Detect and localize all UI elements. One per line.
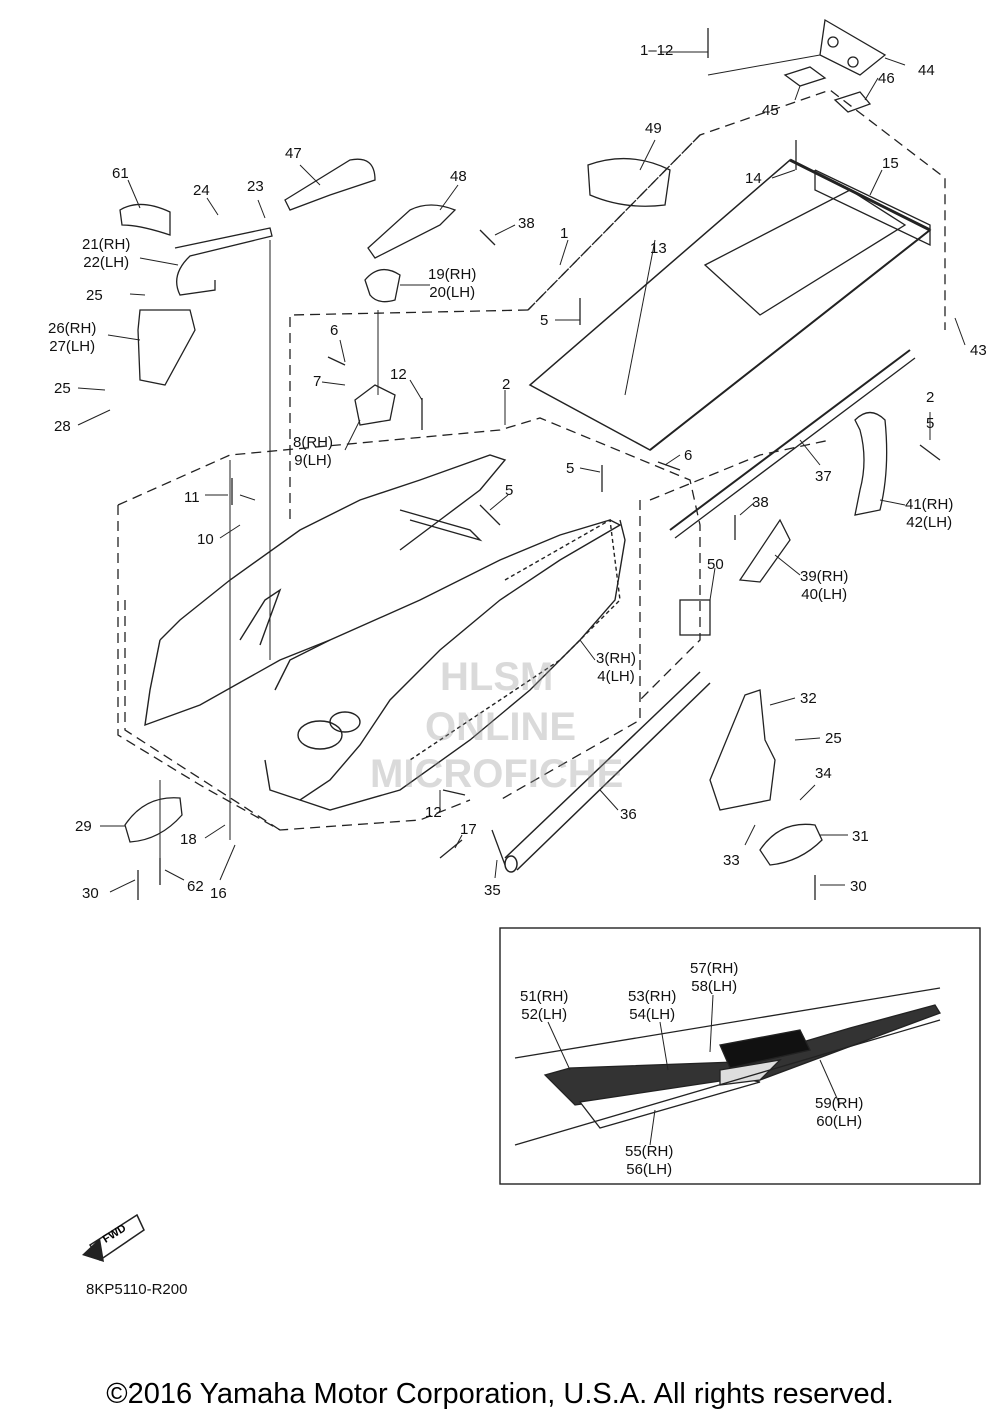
rear-bracket <box>819 18 887 76</box>
cup-29 <box>124 797 183 843</box>
part-label-57: 57(RH) 58(LH) <box>690 960 739 995</box>
part-label-34: 34 <box>815 765 832 782</box>
pad-49 <box>587 157 671 207</box>
part-label-16: 16 <box>210 885 227 902</box>
part-label-32: 32 <box>800 690 817 707</box>
grab-handle <box>854 411 888 516</box>
part-label-46: 46 <box>878 70 895 87</box>
part-label-35: 35 <box>484 882 501 899</box>
part-label-37: 37 <box>815 468 832 485</box>
part-label-38b: 38 <box>752 494 769 511</box>
inset-leaders <box>547 994 841 1146</box>
pad-48 <box>367 204 457 259</box>
part-label-43: 43 <box>970 342 987 359</box>
tunnel-frame <box>144 454 626 811</box>
part-label-53: 53(RH) 54(LH) <box>628 988 677 1023</box>
part-label-45: 45 <box>762 102 779 119</box>
part-label-5a: 5 <box>540 312 549 329</box>
part-label-24: 24 <box>193 182 210 199</box>
watermark-line-2: ONLINE <box>425 705 577 749</box>
part-label-14: 14 <box>745 170 762 187</box>
part-label-38a: 38 <box>518 215 535 232</box>
forward-arrow-icon <box>82 1213 145 1262</box>
pad-46 <box>833 91 872 113</box>
part-label-12a: 12 <box>390 366 407 383</box>
rail-bracket <box>814 169 931 247</box>
part-label-47: 47 <box>285 145 302 162</box>
bracket-32 <box>709 689 776 811</box>
part-label-2a: 2 <box>502 376 511 393</box>
part-label-5d: 5 <box>505 482 514 499</box>
assembly-outline <box>117 89 946 831</box>
part-label-5b: 5 <box>926 415 935 432</box>
part-label-61: 61 <box>112 165 129 182</box>
pad-45 <box>783 66 827 87</box>
block-50 <box>679 599 711 636</box>
part-label-13: 13 <box>650 240 667 257</box>
fasteners <box>137 28 941 900</box>
part-label-55: 55(RH) 56(LH) <box>625 1143 674 1178</box>
part-label-36: 36 <box>620 806 637 823</box>
cover-61 <box>119 203 171 236</box>
part-label-10: 10 <box>197 531 214 548</box>
part-label-23: 23 <box>247 178 264 195</box>
guide-8 <box>354 384 396 426</box>
part-label-6b: 6 <box>684 447 693 464</box>
seat-base-panel <box>528 158 932 451</box>
part-label-49: 49 <box>645 120 662 137</box>
part-label-48: 48 <box>450 168 467 185</box>
part-label-41: 41(RH) 42(LH) <box>905 496 954 531</box>
part-label-26: 26(RH) 27(LH) <box>48 320 97 355</box>
part-label-6a: 6 <box>330 322 339 339</box>
cover-19 <box>364 268 401 303</box>
part-label-8: 8(RH) 9(LH) <box>293 434 333 469</box>
part-label-12b: 12 <box>425 804 442 821</box>
part-label-3: 3(RH) 4(LH) <box>596 650 636 685</box>
part-label-25b: 25 <box>54 380 71 397</box>
part-label-33: 33 <box>723 852 740 869</box>
diagram-code: 8KP5110-R200 <box>86 1281 188 1298</box>
slide-rail <box>669 349 911 531</box>
part-label-62: 62 <box>187 878 204 895</box>
part-label-19: 19(RH) 20(LH) <box>428 266 477 301</box>
decal-inset-box <box>499 927 981 1185</box>
watermark-line-1: HLSM <box>440 655 554 699</box>
part-label-30a: 30 <box>82 885 99 902</box>
part-label-11: 11 <box>184 489 200 506</box>
bracket-21 <box>174 227 273 296</box>
part-label-17: 17 <box>460 821 477 838</box>
part-label-18: 18 <box>180 831 197 848</box>
decal-shape <box>514 987 941 1146</box>
part-label-7: 7 <box>313 373 322 390</box>
leader-lines <box>77 51 966 893</box>
part-label-25c: 25 <box>825 730 842 747</box>
cup-31 <box>759 823 823 866</box>
part-label-15: 15 <box>882 155 899 172</box>
part-label-44: 44 <box>918 62 935 79</box>
part-label-28: 28 <box>54 418 71 435</box>
bracket-26 <box>137 309 196 386</box>
part-label-31: 31 <box>852 828 869 845</box>
part-label-29: 29 <box>75 818 92 835</box>
part-label-51: 51(RH) 52(LH) <box>520 988 569 1023</box>
part-label-1: 1–12 <box>640 42 674 59</box>
part-label-50: 50 <box>707 556 724 573</box>
pad-47 <box>284 158 376 211</box>
part-label-39: 39(RH) 40(LH) <box>800 568 849 603</box>
watermark-line-3: MICROFICHE <box>370 752 624 796</box>
part-label-1b: 1 <box>560 225 569 242</box>
part-label-2b: 2 <box>926 389 935 406</box>
part-label-25a: 25 <box>86 287 103 304</box>
trim-39 <box>738 518 791 583</box>
copyright-footer: ©2016 Yamaha Motor Corporation, U.S.A. A… <box>106 1378 894 1410</box>
part-label-21: 21(RH) 22(LH) <box>82 236 131 271</box>
part-label-30b: 30 <box>850 878 867 895</box>
part-label-59: 59(RH) 60(LH) <box>815 1095 864 1130</box>
part-label-5c: 5 <box>566 460 575 477</box>
